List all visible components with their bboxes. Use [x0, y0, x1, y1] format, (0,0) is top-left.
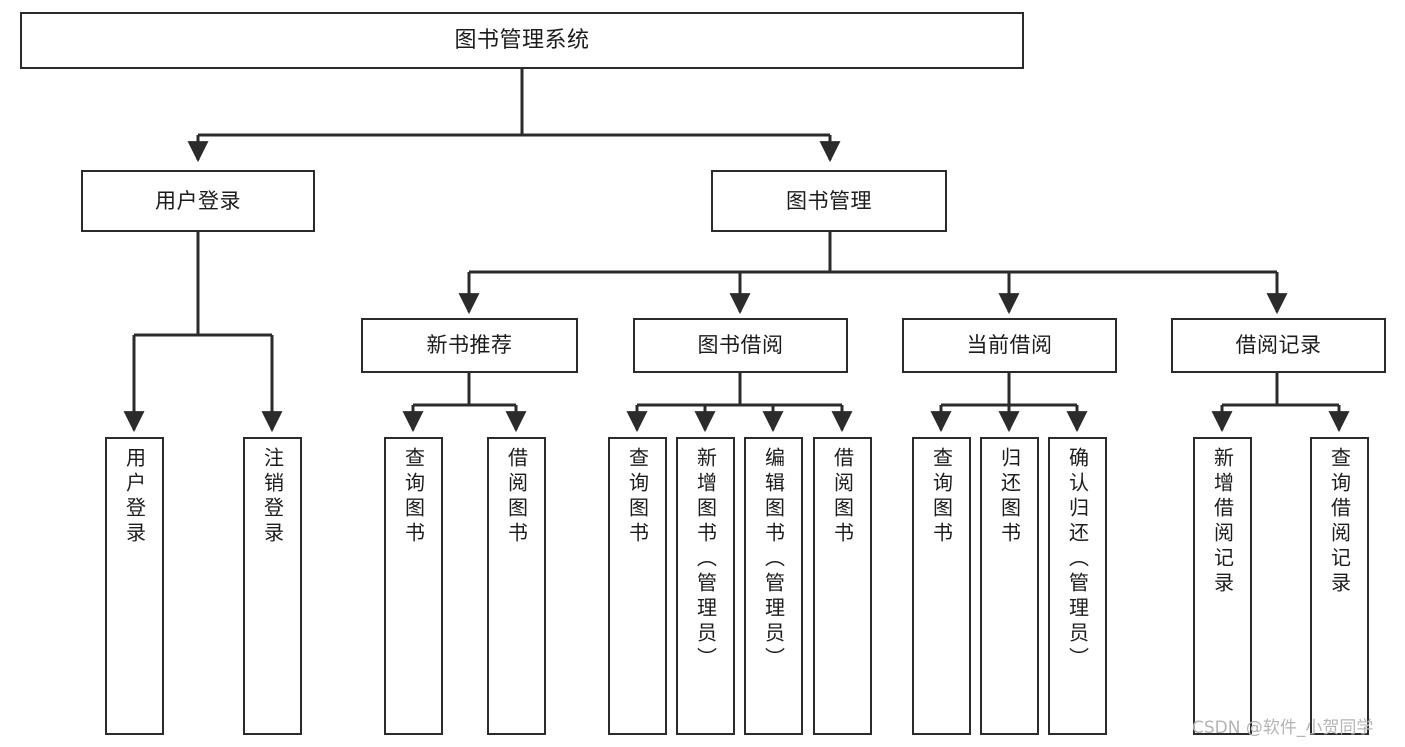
- leaf-add-record-label: 新增借阅记录: [1210, 447, 1235, 597]
- node-root-system-label: 图书管理系统: [454, 27, 590, 53]
- leaf-user-login[interactable]: 用户登录: [105, 437, 164, 735]
- csdn-watermark: CSDN @软件_小贺同学: [1192, 718, 1374, 738]
- leaf-add-book[interactable]: 新增图书（管理员）: [676, 437, 735, 735]
- leaf-user-login-label: 用户登录: [122, 447, 147, 547]
- leaf-query-book-3[interactable]: 查询图书: [912, 437, 971, 735]
- node-book-borrow[interactable]: 图书借阅: [633, 318, 848, 373]
- node-user-login[interactable]: 用户登录: [81, 170, 315, 232]
- leaf-return-book-label: 归还图书: [997, 447, 1022, 547]
- node-current-borrow-label: 当前借阅: [966, 333, 1053, 358]
- leaf-borrow-book-1[interactable]: 借阅图书: [487, 437, 546, 735]
- node-borrow-record[interactable]: 借阅记录: [1171, 318, 1386, 373]
- node-new-book-rec-label: 新书推荐: [426, 333, 513, 358]
- leaf-query-book-1-label: 查询图书: [401, 447, 426, 547]
- leaf-confirm-return-label: 确认归还（管理员）: [1065, 447, 1090, 672]
- leaf-confirm-return[interactable]: 确认归还（管理员）: [1048, 437, 1107, 735]
- node-book-manage[interactable]: 图书管理: [711, 170, 947, 232]
- leaf-edit-book[interactable]: 编辑图书（管理员）: [744, 437, 803, 735]
- leaf-borrow-book-2[interactable]: 借阅图书: [813, 437, 872, 735]
- leaf-edit-book-label: 编辑图书（管理员）: [761, 447, 786, 672]
- leaf-borrow-book-2-label: 借阅图书: [830, 447, 855, 547]
- node-book-borrow-label: 图书借阅: [697, 333, 784, 358]
- leaf-add-book-label: 新增图书（管理员）: [693, 447, 718, 672]
- leaf-query-book-2-label: 查询图书: [625, 447, 650, 547]
- leaf-user-logout[interactable]: 注销登录: [243, 437, 302, 735]
- leaf-query-book-3-label: 查询图书: [929, 447, 954, 547]
- leaf-query-record[interactable]: 查询借阅记录: [1310, 437, 1369, 735]
- leaf-add-record[interactable]: 新增借阅记录: [1193, 437, 1252, 735]
- node-root-system[interactable]: 图书管理系统: [20, 12, 1024, 69]
- node-new-book-rec[interactable]: 新书推荐: [361, 318, 578, 373]
- node-user-login-label: 用户登录: [155, 188, 241, 213]
- leaf-borrow-book-1-label: 借阅图书: [504, 447, 529, 547]
- node-book-manage-label: 图书管理: [786, 188, 872, 213]
- leaf-user-logout-label: 注销登录: [260, 447, 285, 547]
- leaf-query-record-label: 查询借阅记录: [1327, 447, 1352, 597]
- node-borrow-record-label: 借阅记录: [1235, 333, 1322, 358]
- leaf-query-book-2[interactable]: 查询图书: [608, 437, 667, 735]
- leaf-return-book[interactable]: 归还图书: [980, 437, 1039, 735]
- node-current-borrow[interactable]: 当前借阅: [902, 318, 1117, 373]
- leaf-query-book-1[interactable]: 查询图书: [384, 437, 443, 735]
